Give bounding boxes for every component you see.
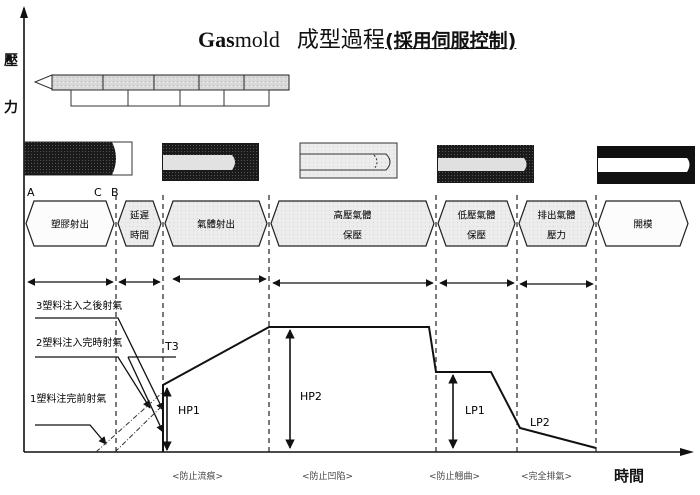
stage-hexagon [25,200,115,247]
mold-section-3 [299,142,398,179]
lp1-label: LP1 [465,404,485,417]
stage-hexagon [270,200,435,247]
x-axis-label: 時間 [614,467,645,485]
stage-hexagon [597,200,689,247]
stage-hexagon [164,200,268,247]
pressure-level-arrows [162,329,458,451]
title-brand-rest: mold [234,27,280,52]
option-2-line-b [127,356,164,433]
title-subtitle: (採用伺服控制) [384,30,517,52]
dash-dot-lines [95,391,164,453]
marker-c: C [94,186,102,199]
t3-label: T3 [164,340,179,353]
stage-hexagon [117,200,162,247]
purpose-full-exhaust: <完全排氣> [521,472,573,482]
stage-label: 保壓 [343,230,363,242]
mold-section-1 [24,141,133,176]
stage-7: 開模 [597,200,689,247]
stage-label: 開模 [633,219,653,231]
marker-b: B [111,186,119,199]
stage-hexagon [518,200,595,247]
duration-arrows [27,275,594,288]
hp2-label: HP2 [300,390,322,403]
stage-hexagon [437,200,516,247]
stage-label: 氣體射出 [197,219,235,231]
injection-timing-lines [35,317,176,445]
purpose-warpage: <防止翹曲> [429,472,481,482]
y-axis [20,6,28,452]
stage-1: 塑膠射出 [25,200,115,247]
phase-lines [115,195,597,452]
stage-label: 低壓氣體 [457,210,496,222]
option-2-label: 2塑料注入完時射氣 [36,336,122,349]
purpose-flow-mark: <防止流痕> [172,472,224,482]
stage-label: 時間 [130,231,149,242]
mold-section-5 [597,146,695,184]
injection-screw-illustration [33,74,290,107]
marker-a: A [27,186,35,199]
title-main: 成型過程 [296,28,385,53]
stage-label: 塑膠射出 [51,219,89,231]
y-axis-label-1: 壓 [4,53,18,69]
pressure-curve [162,326,597,452]
lp2-label: LP2 [530,416,550,429]
title-brand-bold: Gas [198,27,235,52]
stage-label: 延遲 [130,210,150,222]
mold-section-2 [162,143,259,181]
x-axis [24,448,694,456]
option-3-line [35,317,164,411]
hp1-label: HP1 [178,404,200,417]
stage-label: 保壓 [467,230,487,242]
option-1-label: 1塑料注完前射氣 [30,392,106,405]
option-2-line-a [35,356,151,409]
option-3-label: 3塑料注入之後射氣 [36,299,122,312]
purpose-sink-mark: <防止凹陷> [302,472,354,482]
y-axis-label-2: 力 [4,100,18,116]
option-1-line [35,424,107,445]
x-axis-arrow-icon [680,448,694,456]
stage-label: 排出氣體 [537,210,576,222]
stage-label: 高壓氣體 [333,210,372,222]
stage-3: 氣體射出 [164,200,268,247]
mold-section-4 [437,145,534,183]
diagram-title: Gasmold 成型過程(採用伺服控制) [198,22,516,54]
stage-label: 壓力 [547,230,566,242]
y-axis-arrow-icon [20,6,28,18]
